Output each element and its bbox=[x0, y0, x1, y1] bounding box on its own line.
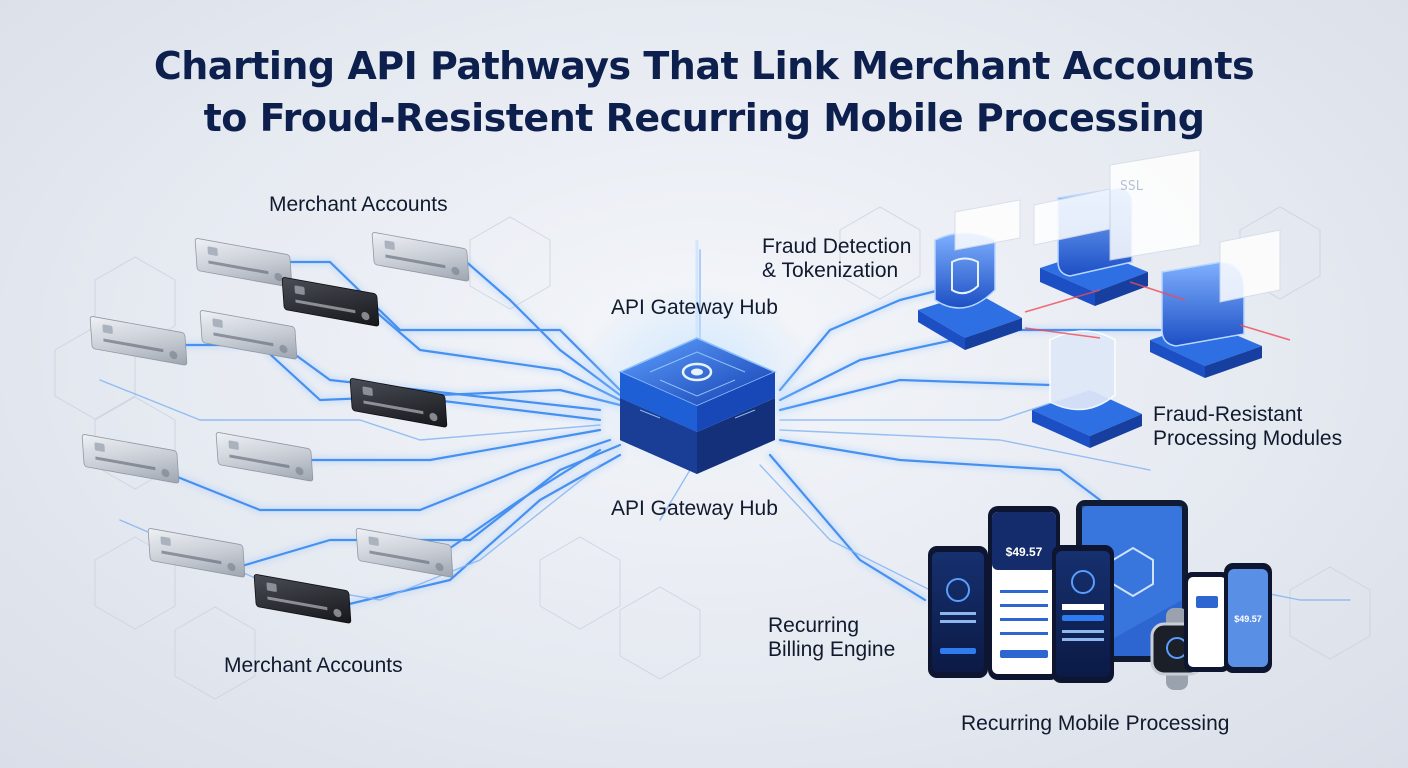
credit-card-icon bbox=[199, 310, 298, 360]
ssl-label: SSL bbox=[1120, 179, 1144, 194]
smartphone-icon: $49.57 bbox=[1224, 563, 1272, 673]
credit-card-icon bbox=[253, 574, 352, 624]
smartphone-icon: $49.57 bbox=[988, 506, 1060, 680]
api-gateway-hub bbox=[577, 240, 817, 475]
credit-card-icon bbox=[215, 432, 314, 482]
fraud-resistant-label-line-1: Fraud-Resistant bbox=[1153, 403, 1303, 426]
fraud-detection-label-line-1: Fraud Detection bbox=[762, 235, 912, 258]
recurring-billing-label-line-1: Recurring bbox=[768, 614, 860, 637]
credit-card-icon bbox=[81, 434, 180, 484]
credit-card-icon bbox=[355, 528, 454, 578]
page-title-line-1: Charting API Pathways That Link Merchant… bbox=[153, 44, 1255, 88]
smartphone-icon bbox=[1052, 545, 1114, 683]
shield-icon bbox=[1032, 330, 1142, 448]
fraud-resistant-modules-label: Fraud-Resistant Processing Modules bbox=[1153, 403, 1342, 451]
api-gateway-hub-label-top: API Gateway Hub bbox=[611, 296, 778, 319]
credit-card-icon bbox=[89, 316, 188, 366]
credit-card-icon bbox=[371, 232, 470, 282]
phone-amount: $49.57 bbox=[1006, 545, 1043, 559]
fraud-detection-modules: SSL bbox=[918, 149, 1291, 448]
credit-card-icon bbox=[147, 528, 246, 578]
merchant-accounts-label-bottom: Merchant Accounts bbox=[224, 654, 403, 677]
recurring-billing-label-line-2: Billing Engine bbox=[768, 638, 896, 661]
chip-icon bbox=[618, 337, 777, 474]
merchant-accounts-label-top: Merchant Accounts bbox=[269, 193, 448, 216]
shield-icon bbox=[918, 232, 1022, 350]
phone-small-amount: $49.57 bbox=[1234, 614, 1262, 624]
api-gateway-hub-label-bottom: API Gateway Hub bbox=[611, 497, 778, 520]
credit-card-icon bbox=[194, 238, 293, 288]
floating-info-panels bbox=[954, 149, 1281, 303]
red-alert-beams bbox=[1024, 281, 1291, 341]
smartphone-icon bbox=[928, 546, 988, 678]
mobile-devices: $49.57 $49.57 bbox=[928, 500, 1272, 690]
smartphone-icon bbox=[1184, 572, 1230, 672]
credit-card-icon bbox=[281, 277, 380, 327]
pathway-secondary bbox=[99, 249, 1351, 601]
fraud-detection-label-line-2: & Tokenization bbox=[762, 259, 899, 282]
merchant-cards bbox=[81, 232, 470, 624]
fraud-resistant-label-line-2: Processing Modules bbox=[1153, 427, 1343, 450]
recurring-mobile-processing-label: Recurring Mobile Processing bbox=[961, 712, 1230, 735]
credit-card-icon bbox=[349, 378, 448, 428]
page-title-line-2: to Froud-Resistent Recurring Mobile Proc… bbox=[203, 96, 1205, 140]
recurring-billing-engine-label: Recurring Billing Engine bbox=[768, 614, 895, 662]
fraud-detection-label: Fraud Detection & Tokenization bbox=[762, 235, 911, 283]
